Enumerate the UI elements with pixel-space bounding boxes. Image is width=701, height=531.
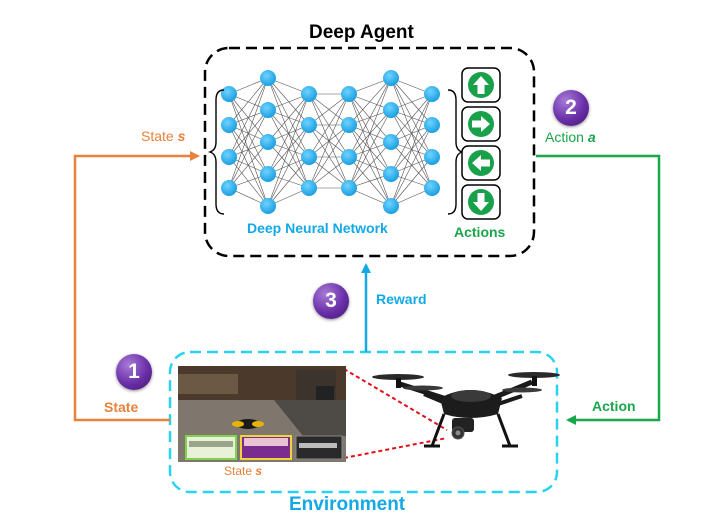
network-connection <box>267 109 310 189</box>
network-node <box>221 117 237 133</box>
network-node <box>221 149 237 165</box>
step-2-badge: 2 <box>553 90 589 126</box>
network-node <box>341 86 357 102</box>
network-connection <box>267 93 310 175</box>
network-connection <box>390 77 433 126</box>
network-connection <box>348 93 392 175</box>
network-node <box>260 70 276 86</box>
network-connection <box>348 141 392 189</box>
network-connection <box>390 93 433 207</box>
state-caption-prefix: State <box>224 464 256 478</box>
state-caption-variable: s <box>255 464 263 478</box>
network-node <box>424 149 440 165</box>
connector-top <box>343 368 448 431</box>
network-node <box>260 166 276 182</box>
network-connection <box>267 156 310 207</box>
network-connection <box>228 156 269 207</box>
network-connection <box>390 124 433 207</box>
deep-agent-box <box>203 46 536 258</box>
network-connection <box>308 93 350 126</box>
network-connection <box>390 109 433 189</box>
network-connections <box>228 77 433 207</box>
network-connection <box>348 156 392 207</box>
state-arrow <box>73 151 200 422</box>
network-connection <box>228 77 269 126</box>
network-connection <box>228 77 269 158</box>
network-node <box>221 180 237 196</box>
network-node <box>341 149 357 165</box>
network-connection <box>348 77 392 158</box>
action-bottom-label: Action <box>592 398 636 414</box>
network-node <box>383 102 399 118</box>
network-connection <box>267 77 310 126</box>
network-node <box>301 149 317 165</box>
network-connection <box>390 156 433 207</box>
network-connection <box>267 124 310 207</box>
environment-box <box>168 350 559 494</box>
network-nodes <box>221 70 440 214</box>
state-caption: State s <box>224 464 262 478</box>
network-connection <box>308 93 350 189</box>
network-node <box>383 70 399 86</box>
network-connection <box>308 124 350 189</box>
action-top-variable: a <box>587 129 596 145</box>
action-buttons <box>461 67 501 220</box>
actions-label: Actions <box>454 224 506 240</box>
network-connection <box>267 93 310 143</box>
action-top-prefix: Action <box>545 129 588 145</box>
network-connection <box>390 93 433 175</box>
network-connection <box>267 77 310 189</box>
step-3-badge: 3 <box>313 283 349 319</box>
network-node <box>383 134 399 150</box>
action-top-label: Action a <box>545 129 596 145</box>
network-node <box>260 102 276 118</box>
network-node <box>301 86 317 102</box>
network-node <box>301 180 317 196</box>
connector-bottom <box>343 437 448 459</box>
network-connection <box>228 77 269 189</box>
network-node <box>260 198 276 214</box>
network-node <box>341 180 357 196</box>
network-connection <box>348 109 392 189</box>
network-node <box>383 198 399 214</box>
network-connection <box>267 93 310 207</box>
state-top-variable: s <box>177 128 186 144</box>
network-node <box>424 180 440 196</box>
network-connection <box>308 156 350 189</box>
environment-title: Environment <box>289 494 406 515</box>
network-connection <box>390 93 433 143</box>
deep-agent-title: Deep Agent <box>309 22 414 43</box>
reward-label: Reward <box>376 291 427 307</box>
network-connection <box>228 109 269 189</box>
left-brace <box>207 89 225 215</box>
network-node <box>383 166 399 182</box>
network-label: Deep Neural Network <box>247 220 388 236</box>
network-connection <box>308 93 350 158</box>
network-node <box>260 134 276 150</box>
network-connection <box>228 141 269 189</box>
step-1-badge: 1 <box>116 354 152 390</box>
network-connection <box>348 93 392 207</box>
network-connection <box>348 77 392 126</box>
network-connection <box>348 77 392 189</box>
network-connection <box>228 93 269 175</box>
network-node <box>301 117 317 133</box>
network-node <box>341 117 357 133</box>
state-top-label: State s <box>141 128 185 144</box>
camera-view-image <box>178 366 346 462</box>
network-node <box>221 86 237 102</box>
action-arrow <box>536 154 661 425</box>
quadcopter-drone <box>372 372 560 448</box>
network-connection <box>390 77 433 189</box>
state-bottom-label: State <box>104 399 139 415</box>
right-brace <box>447 89 465 215</box>
drone-camera-view <box>178 366 346 462</box>
network-node <box>424 86 440 102</box>
network-connection <box>228 93 269 207</box>
state-top-prefix: State <box>141 128 178 144</box>
network-node <box>424 117 440 133</box>
